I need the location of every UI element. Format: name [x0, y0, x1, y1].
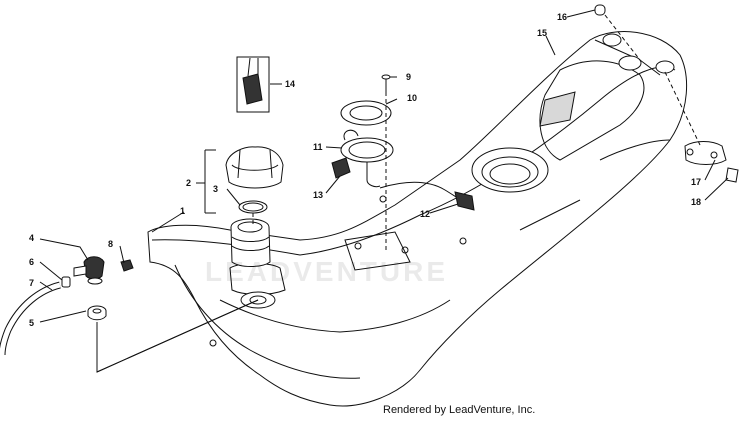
pump-wire-harness	[379, 181, 475, 211]
fuel-level-sender	[236, 56, 270, 113]
o-ring	[238, 200, 268, 214]
callout-11: 11	[313, 142, 323, 152]
vent-hose	[0, 281, 61, 356]
filler-neck	[230, 218, 271, 267]
fuel-cap	[225, 146, 284, 189]
callout-7: 7	[29, 278, 34, 288]
callout-5: 5	[29, 318, 34, 328]
callout-18: 18	[691, 197, 701, 207]
callout-8: 8	[108, 239, 113, 249]
cap-nut	[594, 4, 606, 16]
callout-16: 16	[557, 12, 567, 22]
callout-14: 14	[285, 79, 295, 89]
fuel-tank	[147, 31, 688, 407]
callout-15: 15	[537, 28, 547, 38]
leader-lines	[39, 9, 729, 373]
watermark-text: LEADVENTURE	[205, 256, 448, 287]
bracket-screw	[725, 167, 739, 183]
pump-gasket	[340, 100, 392, 126]
callout-9: 9	[406, 72, 411, 82]
callout-1: 1	[180, 206, 185, 216]
vent-valve	[73, 256, 105, 285]
callout-2: 2	[186, 178, 191, 188]
mount-bracket	[684, 141, 727, 165]
clip	[120, 259, 134, 272]
callouts: 1 2 3 4 5 6 7 8 9 10 11 12 13 14 15 16 1…	[29, 12, 701, 328]
fuel-pump	[331, 129, 394, 188]
callout-17: 17	[691, 177, 701, 187]
callout-6: 6	[29, 257, 34, 267]
callout-3: 3	[213, 184, 218, 194]
credit-text: Rendered by LeadVenture, Inc.	[383, 404, 536, 416]
callout-12: 12	[420, 209, 430, 219]
grommet	[87, 305, 107, 321]
callout-10: 10	[407, 93, 417, 103]
callout-13: 13	[313, 190, 323, 200]
screw	[381, 74, 391, 92]
hose-clamp	[61, 276, 71, 288]
callout-4: 4	[29, 233, 34, 243]
